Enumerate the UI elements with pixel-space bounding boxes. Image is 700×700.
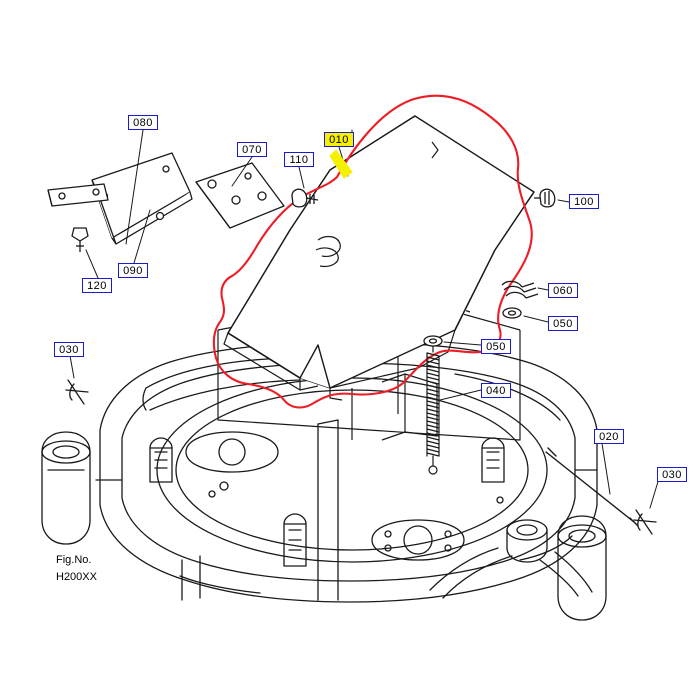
figure-number-line1: Fig.No.: [56, 553, 91, 568]
callout-030-left[interactable]: 030: [54, 342, 84, 357]
part-070-bracket: [195, 162, 285, 229]
callout-080-label: 080: [133, 117, 153, 129]
callout-010-label: 010: [329, 134, 349, 146]
part-090-bar: [47, 183, 109, 207]
callout-110-label: 110: [289, 154, 309, 166]
part-020-rod: [545, 447, 639, 527]
callout-070[interactable]: 070: [237, 142, 267, 157]
callout-050-lower[interactable]: 050: [481, 339, 511, 354]
part-100-bolt: [534, 188, 556, 208]
callout-030-left-label: 030: [59, 344, 79, 356]
callout-040-label: 040: [486, 385, 506, 397]
callout-030-right[interactable]: 030: [657, 467, 687, 482]
highlight-outline-010: [212, 94, 533, 409]
callout-020-label: 020: [599, 431, 619, 443]
callout-020[interactable]: 020: [594, 429, 624, 444]
callout-050-lower-label: 050: [486, 341, 506, 353]
callout-060[interactable]: 060: [548, 283, 578, 298]
mower-deck-assembly: [41, 341, 607, 621]
highlight-leader-010: [329, 149, 353, 179]
callout-050-upper[interactable]: 050: [548, 316, 578, 331]
callout-100[interactable]: 100: [569, 194, 599, 209]
callout-070-label: 070: [242, 144, 262, 156]
figure-number-line2: H200XX: [56, 570, 97, 585]
callout-110[interactable]: 110: [284, 152, 314, 167]
figure-number-value: H200XX: [56, 571, 97, 583]
part-010-cover: [227, 115, 535, 389]
callout-080[interactable]: 080: [128, 115, 158, 130]
callout-120-label: 120: [87, 280, 107, 292]
callout-120[interactable]: 120: [82, 278, 112, 293]
callout-060-label: 060: [553, 285, 573, 297]
callout-030-right-label: 030: [662, 469, 682, 481]
callout-010[interactable]: 010: [324, 132, 354, 147]
part-010-cover-details: [223, 141, 456, 401]
part-040-spring: [426, 345, 440, 475]
figure-number-label: Fig.No.: [56, 554, 92, 566]
callout-090-label: 090: [123, 265, 143, 277]
part-120-nut: [71, 227, 89, 252]
part-060-pins: [501, 280, 539, 299]
part-050-washers: [423, 307, 522, 347]
callout-100-label: 100: [574, 196, 594, 208]
callout-090[interactable]: 090: [118, 263, 148, 278]
part-110-bolt: [291, 188, 319, 208]
callout-050-upper-label: 050: [553, 318, 573, 330]
callout-040[interactable]: 040: [481, 383, 511, 398]
part-030-cotter-pins: [65, 379, 657, 535]
